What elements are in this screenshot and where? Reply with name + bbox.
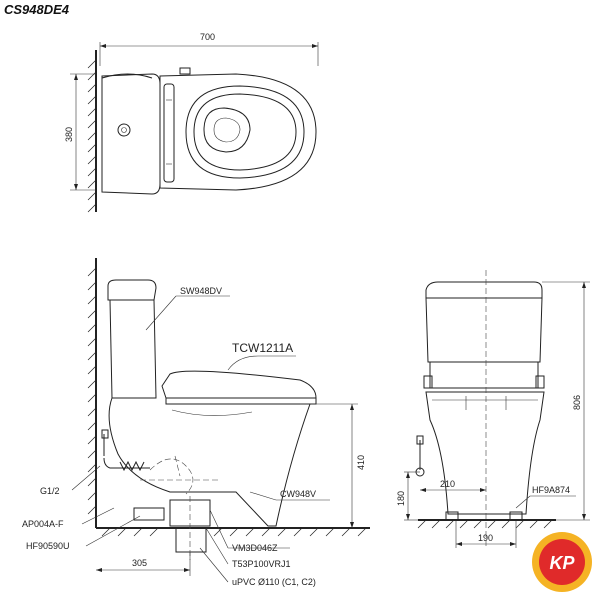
front-view-tank-lid [425,281,543,299]
front-base-dim: 190 [478,533,493,543]
top-width-dim: 700 [200,32,215,42]
front-view-tank [425,297,543,363]
label-front-valve: HF9A874 [532,485,570,495]
front-inlet-dim: 180 [396,491,406,506]
side-view-bowl [108,397,311,527]
top-view: 700 380 [64,32,319,213]
side-view-seat-lid [161,370,317,399]
side-view: 410 305 SW948DV TCW1211A CW948V G1/2 AP0… [22,258,370,587]
front-view-bowl [425,391,545,515]
top-view-wall-hatch [87,59,97,213]
top-depth-dim: 380 [64,127,74,142]
label-stop-valve: HF90590U [26,541,70,551]
flush-button-top [117,123,131,137]
front-view-seat [429,361,539,389]
kp-logo: KP [532,532,592,592]
logo-inner [539,539,585,585]
side-view-drain-pipe [175,527,207,553]
logo-text: KP [549,553,575,573]
side-view-hose [119,460,145,472]
side-view-valve [101,429,109,439]
label-flange: T53P100VRJ1 [232,559,291,569]
label-seat: TCW1211A [232,341,293,355]
label-valve: G1/2 [40,486,60,496]
drawing-title: CS948DE4 [4,2,70,17]
side-view-tank-lid [107,279,157,301]
side-view-flange [169,499,211,527]
front-offset-dim: 210 [440,479,455,489]
top-view-seat [185,85,305,179]
label-hose: AP004A-F [22,519,64,529]
side-depth-dim: 305 [132,558,147,568]
top-view-seat-hinge [163,83,175,183]
label-fix-kit: VM3D046Z [232,543,278,553]
side-height-dim: 410 [356,455,366,470]
label-bowl: CW948V [280,489,316,499]
front-height-dim: 806 [572,395,582,410]
label-pipe: uPVC Ø110 (C1, C2) [232,577,316,587]
front-view: 806 210 180 190 HF9A874 [396,270,590,548]
label-tank: SW948DV [180,286,222,296]
front-view-valve [416,435,424,445]
top-view-bowl-opening [203,107,251,153]
top-view-bowl [159,73,317,191]
side-view-tank [109,299,157,399]
top-view-tank [101,73,161,195]
